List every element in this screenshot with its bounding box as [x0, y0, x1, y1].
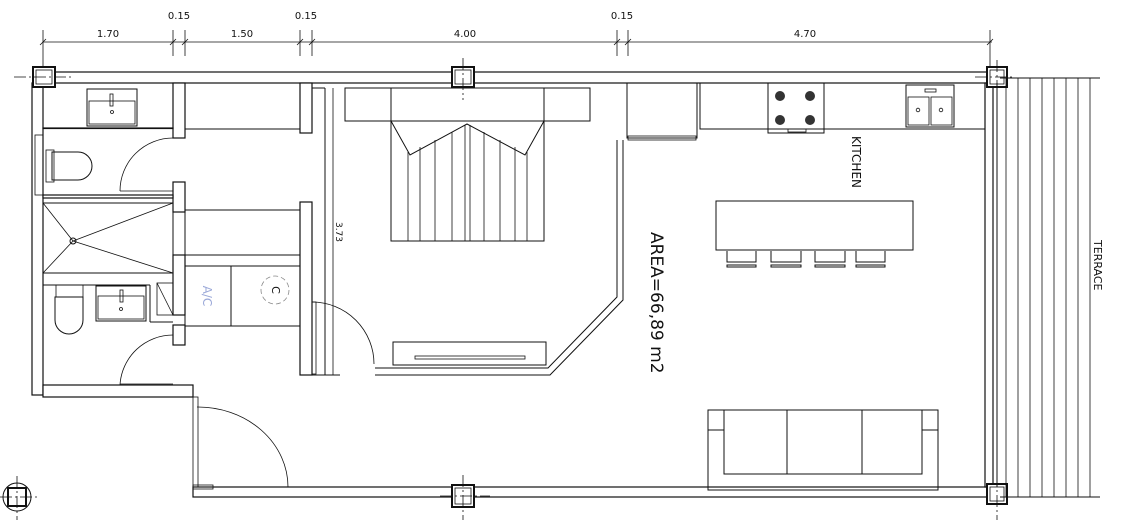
dim-3-73: 3.73 [333, 222, 343, 242]
area-label: AREA=66,89 m2 [646, 232, 666, 374]
dim-4-00: 4.00 [454, 29, 476, 40]
terrace: TERRACE [996, 77, 1104, 498]
bedroom: 3.73 [311, 87, 624, 376]
ac-closet: A/C C [184, 265, 301, 327]
ac-label: A/C [200, 286, 214, 307]
kitchen-label: KITCHEN [849, 136, 863, 188]
stove-burners-icon [775, 91, 815, 125]
dim-1-70: 1.70 [97, 29, 119, 40]
dim-0-15-a: 0.15 [168, 11, 190, 22]
bathroom-fixtures [34, 82, 301, 386]
dimension-chain: 1.70 0.15 1.50 0.15 4.00 0.15 4.70 [39, 11, 994, 66]
boiler-label: C [269, 286, 282, 294]
dim-4-70: 4.70 [794, 29, 816, 40]
structural-columns [0, 58, 1015, 520]
dim-0-15-b: 0.15 [295, 11, 317, 22]
entry-door [192, 396, 289, 490]
kitchen: KITCHEN AREA=66,89 m2 [626, 82, 986, 374]
sofa [707, 409, 939, 491]
dim-1-50: 1.50 [231, 29, 253, 40]
walls [31, 71, 994, 498]
boiler-icon [260, 275, 290, 305]
terrace-label: TERRACE [1091, 239, 1104, 291]
dim-0-15-c: 0.15 [611, 11, 633, 22]
